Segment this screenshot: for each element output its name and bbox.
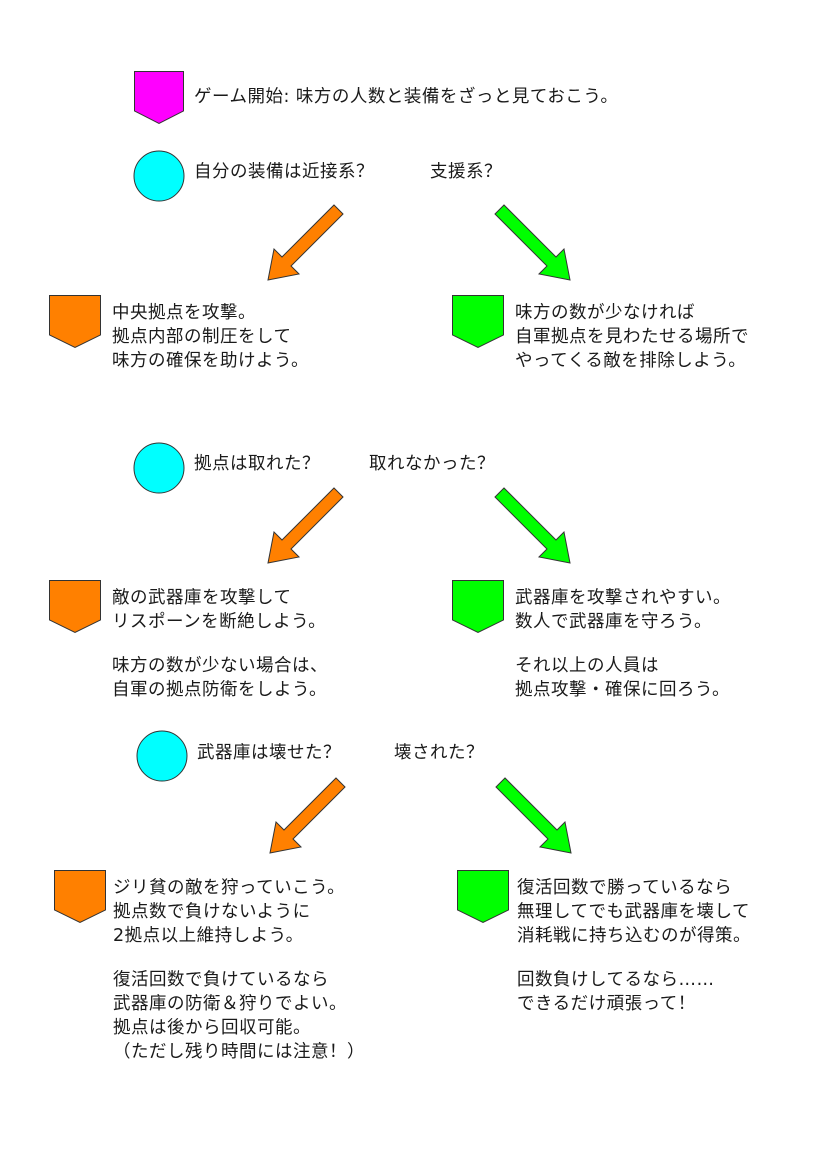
text-line: 味方の数が少ない場合は、 — [112, 656, 328, 676]
question-1-left-text: 自分の装備は近接系？ — [194, 162, 374, 182]
result-3-right-pentagon-marker — [457, 870, 509, 924]
text-line: 自軍拠点を見わたせる場所で — [515, 327, 749, 347]
text-line: 味方の数が少なければ — [515, 303, 695, 323]
arrow-2-right-down-icon — [494, 487, 571, 564]
start-text: ゲーム開始: 味方の人数と装備をざっと見ておこう。 — [194, 87, 619, 107]
text-line: 復活回数で勝っているなら — [517, 878, 733, 898]
result-3-right-text: 復活回数で勝っているなら無理してでも武器庫を壊して消耗戦に持ち込むのが得策。回数… — [517, 876, 751, 1016]
text-line: （ただし残り時間には注意！） — [113, 1042, 365, 1062]
text-line: 味方の確保を助けよう。 — [112, 351, 309, 371]
blank-line — [515, 634, 731, 654]
text-line: 中央拠点を攻撃。 — [112, 303, 256, 323]
text-line: 拠点数で負けないように — [113, 902, 311, 922]
question-3-left-text: 武器庫は壊せた？ — [197, 743, 341, 763]
blank-line — [517, 948, 751, 968]
text-line: リスポーンを断絶しよう。 — [112, 612, 327, 632]
text-line: 無理してでも武器庫を壊して — [517, 902, 750, 922]
text-line: 敵の武器庫を攻撃して — [112, 588, 292, 608]
text-line: 数人で武器庫を守ろう。 — [515, 612, 712, 632]
text-line: 武器庫の防衛＆狩りでよい。 — [113, 994, 347, 1014]
arrow-2-left-down-icon — [267, 487, 344, 564]
text-line: 消耗戦に持ち込むのが得策。 — [517, 926, 751, 946]
blank-line — [113, 948, 365, 968]
text-line: 2拠点以上維持しよう。 — [113, 926, 304, 946]
result-3-left-pentagon-marker — [54, 870, 106, 924]
result-2-right-pentagon-marker — [452, 580, 504, 634]
text-line: 回数負けしてるなら…… — [517, 970, 715, 990]
result-2-left-text: 敵の武器庫を攻撃してリスポーンを断絶しよう。味方の数が少ない場合は、自軍の拠点防… — [112, 586, 328, 702]
question-3-circle-marker — [136, 730, 188, 782]
question-1-circle-marker — [133, 150, 185, 202]
text-line: 拠点内部の制圧をして — [112, 327, 292, 347]
result-1-left-text: 中央拠点を攻撃。拠点内部の制圧をして味方の確保を助けよう。 — [112, 301, 309, 373]
arrow-3-left-down-icon — [269, 777, 346, 854]
text-line: 復活回数で負けているなら — [113, 970, 329, 990]
text-line: それ以上の人員は — [515, 656, 659, 676]
text-line: 武器庫を攻撃されやすい。 — [515, 588, 731, 608]
question-2-right-text: 取れなかった？ — [369, 454, 495, 474]
text-line: ジリ貧の敵を狩っていこう。 — [113, 878, 346, 898]
question-2-circle-marker — [133, 442, 185, 494]
question-2-left-text: 拠点は取れた？ — [194, 454, 320, 474]
result-1-left-pentagon-marker — [49, 295, 101, 349]
arrow-1-left-down-icon — [267, 204, 344, 281]
result-1-right-pentagon-marker — [452, 295, 504, 349]
result-2-right-text: 武器庫を攻撃されやすい。数人で武器庫を守ろう。それ以上の人員は拠点攻撃・確保に回… — [515, 586, 731, 702]
result-2-left-pentagon-marker — [49, 580, 101, 634]
result-3-left-text: ジリ貧の敵を狩っていこう。拠点数で負けないように 2拠点以上維持しよう。復活回数で… — [113, 876, 365, 1064]
text-line: やってくる敵を排除しよう。 — [515, 351, 747, 371]
start-pentagon-marker — [134, 71, 184, 125]
blank-line — [112, 634, 328, 654]
result-1-right-text: 味方の数が少なければ自軍拠点を見わたせる場所でやってくる敵を排除しよう。 — [515, 301, 749, 373]
arrow-3-right-down-icon — [495, 777, 572, 854]
text-line: 拠点は後から回収可能。 — [113, 1018, 311, 1038]
text-line: 自軍の拠点防衛をしよう。 — [112, 680, 327, 700]
text-line: できるだけ頑張って！ — [517, 994, 696, 1014]
question-1-right-text: 支援系？ — [430, 162, 502, 182]
text-line: 拠点攻撃・確保に回ろう。 — [515, 680, 730, 700]
question-3-right-text: 壊された？ — [394, 743, 484, 763]
arrow-1-right-down-icon — [494, 204, 571, 281]
